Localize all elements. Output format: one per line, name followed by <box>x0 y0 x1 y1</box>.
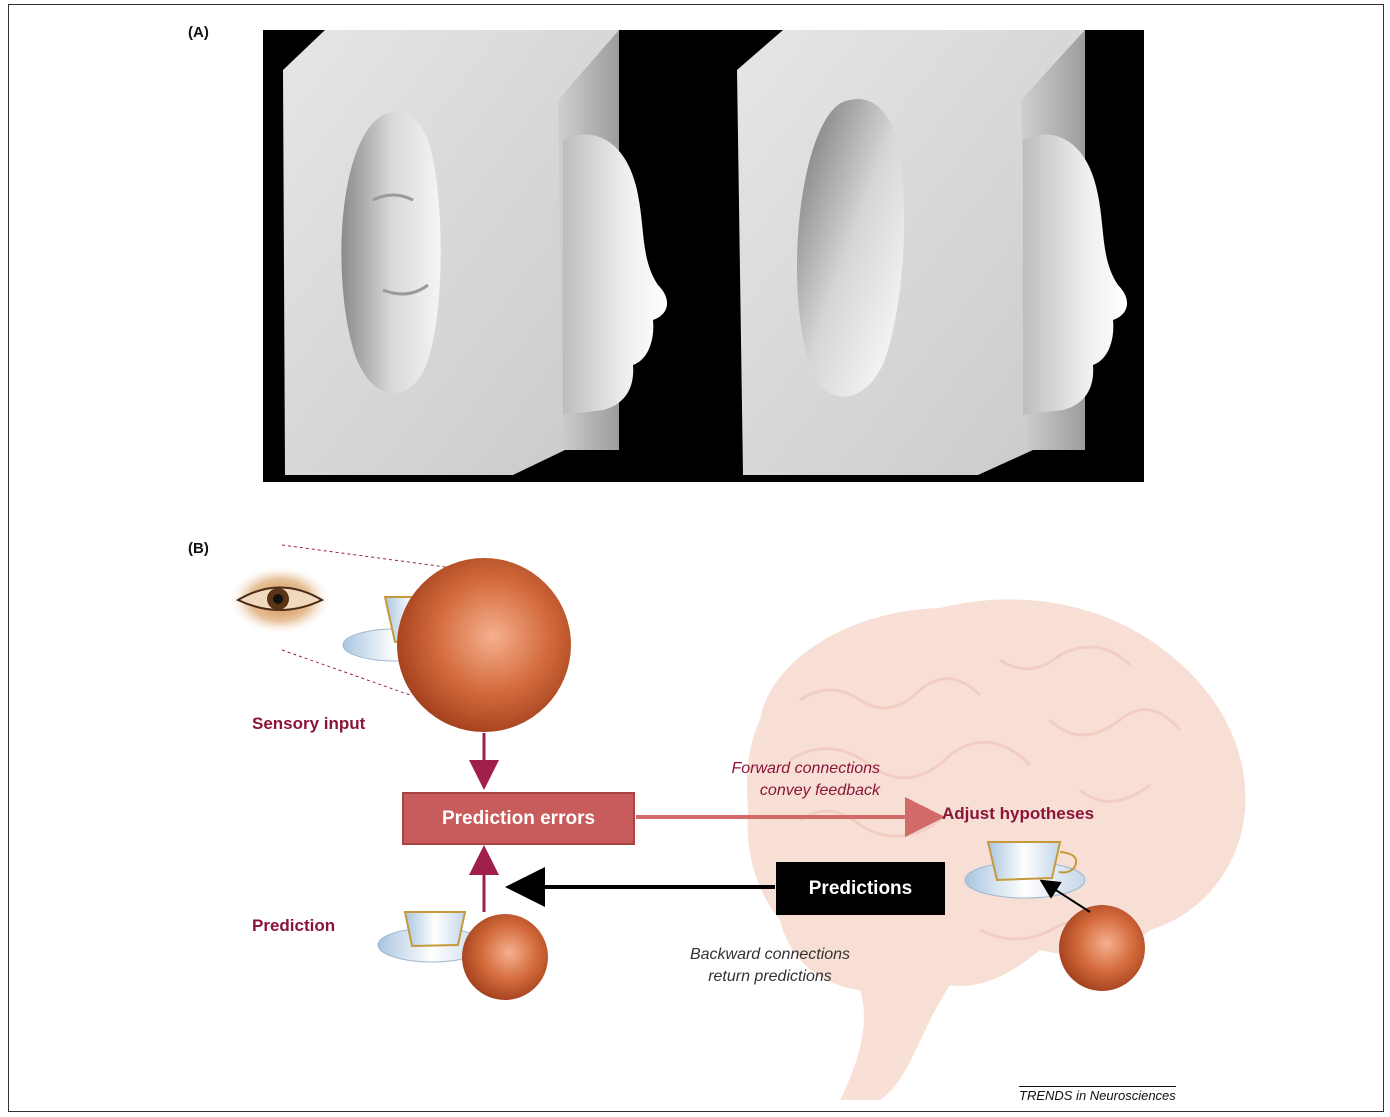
forward-line-1: Forward connections <box>680 758 880 780</box>
predictions-box: Predictions <box>776 862 945 915</box>
prediction-label: Prediction <box>252 916 335 936</box>
prediction-sphere <box>462 914 548 1000</box>
prediction-errors-box: Prediction errors <box>402 792 635 845</box>
forward-connections-label: Forward connections convey feedback <box>680 758 880 802</box>
adjust-hypotheses-label: Adjust hypotheses <box>942 804 1094 824</box>
eye-image <box>228 565 332 635</box>
backward-connections-label: Backward connections return predictions <box>660 944 880 988</box>
backward-line-1: Backward connections <box>660 944 880 966</box>
sensory-sphere <box>397 558 571 732</box>
forward-line-2: convey feedback <box>680 780 880 802</box>
sensory-input-label: Sensory input <box>252 714 365 734</box>
brain-sphere <box>1059 905 1145 991</box>
journal-footer: TRENDS in Neurosciences <box>1019 1086 1176 1103</box>
backward-line-2: return predictions <box>660 966 880 988</box>
